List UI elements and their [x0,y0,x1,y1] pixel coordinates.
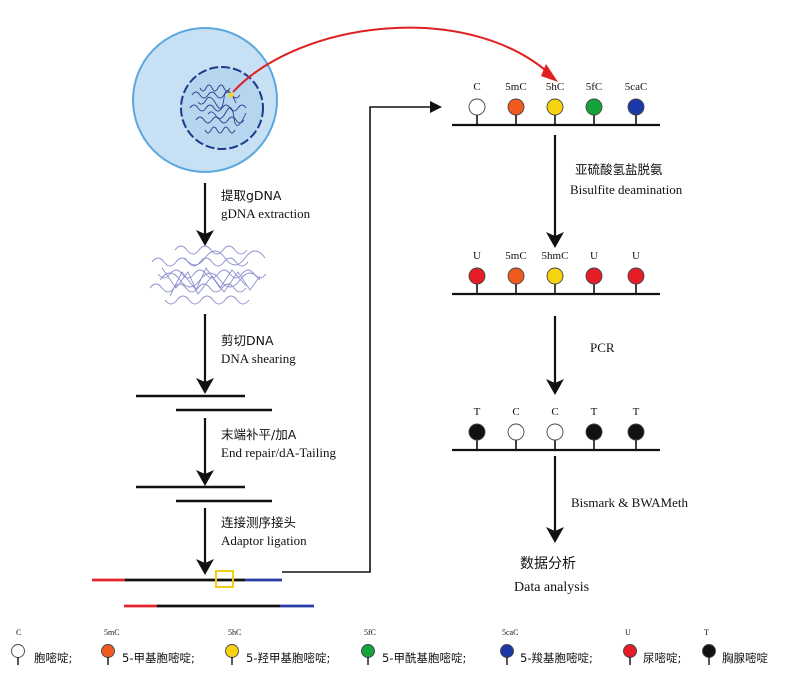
nucleotide-t-marker [585,423,603,441]
legend-marker-5cac [500,644,514,658]
legend-code: 5hC [228,628,242,637]
step-alignment: Bismark & BWAMeth [571,495,688,510]
legend-code: 5fC [364,628,376,637]
connector-arrowhead [430,101,442,113]
step-pcr: PCR [590,340,615,355]
legend-code: T [704,628,709,637]
legend-name: 胞嘧啶; [34,651,73,665]
legend-marker-5hc [225,644,239,658]
nucleotide-t-marker [627,423,645,441]
nucleotide-label: T [473,406,481,418]
nucleotide-c-marker [546,423,564,441]
target-locus [228,92,234,98]
step-endrepair-cn: 末端补平/加A [221,427,297,442]
nucleotide-u-marker [585,267,603,285]
highlight-box [215,570,234,588]
nucleotide-t-marker [468,423,486,441]
adaptor-ligated-fragment [92,578,314,608]
step-bisulfite-cn: 亚硫酸氢盐脱氨 [575,162,663,177]
step-shearing-cn: 剪切DNA [221,333,274,348]
legend-marker-u [623,644,637,658]
nucleotide-u-marker [468,267,486,285]
final-analysis-cn: 数据分析 [520,556,576,572]
legend-code: 5mC [104,628,120,637]
nucleotide-5fc-marker [585,98,603,116]
nucleotide-5mc-marker [507,267,525,285]
nucleotide-label: C [512,406,520,418]
nucleotide-label: C [551,406,559,418]
legend-name: 尿嘧啶; [643,651,682,665]
nucleotide-c-marker [468,98,486,116]
nucleotide-label: U [590,250,598,262]
legend-code: 5caC [502,628,519,637]
step-bisulfite-en: Bisulfite deamination [570,182,683,197]
connector-line [282,106,432,573]
legend-name: 5-甲酰基胞嘧啶; [382,651,467,665]
sequence-rows [452,98,660,452]
legend-marker-t [702,644,716,658]
nucleotide-label: 5caC [624,81,648,93]
legend-icons [11,644,716,665]
legend-name: 胸腺嘧啶 [722,651,768,665]
legend-name: 5-羧基胞嘧啶; [520,651,593,665]
step-endrepair-en: End repair/dA-Tailing [221,445,336,460]
step-extraction-cn: 提取gDNA [221,188,282,203]
nucleotide-u-marker [627,267,645,285]
dsdna-fragment-1 [136,394,272,412]
nucleotide-c-marker [507,423,525,441]
step-ligation-cn: 连接测序接头 [221,515,297,530]
cell-illustration [132,27,278,173]
nucleotide-label: U [632,250,640,262]
legend-marker-c [11,644,25,658]
legend-code: U [625,628,631,637]
nucleotide-label: 5hC [545,81,565,93]
nucleotide-5hmc-marker [546,267,564,285]
nucleotide-5cac-marker [627,98,645,116]
legend-code: C [16,628,22,637]
dsdna-fragment-2 [136,485,272,503]
zoom-arrowhead [541,64,558,82]
right-flow-arrowheads [546,232,564,543]
zoom-arrow [232,26,553,93]
nucleotide-label: T [590,406,598,418]
nucleotide-5hc-marker [546,98,564,116]
nucleotide-label: 5mC [505,250,527,262]
step-extraction-en: gDNA extraction [221,206,311,221]
nucleotide-5mc-marker [507,98,525,116]
step-ligation-en: Adaptor ligation [221,533,307,548]
chromatin-squiggles [189,84,247,134]
legend-marker-5fc [361,644,375,658]
nucleotide-label: 5fC [585,81,603,93]
nucleotide-label: T [632,406,640,418]
legend-name: 5-甲基胞嘧啶; [122,651,195,665]
nucleotide-label: 5hmC [541,250,569,262]
nucleotide-label: U [473,250,481,262]
final-analysis-en: Data analysis [514,580,590,595]
legend-name: 5-羟甲基胞嘧啶; [246,651,331,665]
legend-marker-5mc [101,644,115,658]
step-shearing-en: DNA shearing [221,351,296,366]
left-flow-arrowheads [196,230,214,575]
nucleotide-label: C [473,81,481,93]
nucleotide-label: 5mC [505,81,527,93]
dna-fragments-illustration [149,245,267,305]
